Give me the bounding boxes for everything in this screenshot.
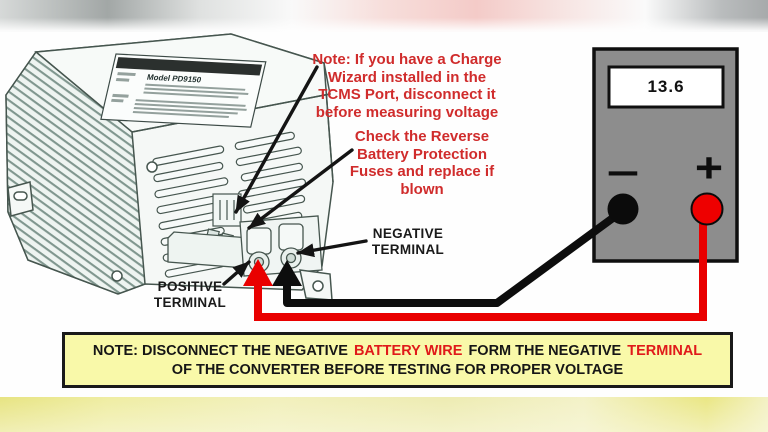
positive-lead-arrowhead [243, 259, 273, 286]
warning-line-2: OF THE CONVERTER BEFORE TESTING FOR PROP… [171, 362, 624, 378]
plus-symbol: + [694, 144, 724, 191]
model-number-text: Model PD9150 [146, 73, 203, 85]
negative-lead-wire [283, 208, 624, 307]
negative-lead-arrowhead [272, 260, 302, 286]
letterbox-blur-bottom [0, 397, 768, 432]
diagram-art: Model PD9150 [5, 33, 739, 321]
multimeter [592, 47, 739, 263]
charge-wizard-pointer [234, 65, 319, 214]
terminal-block [167, 215, 323, 277]
negative-terminal-label: NEGATIVE TERMINAL [371, 226, 445, 257]
annotation-pointers [222, 65, 368, 286]
warning-text-black: FORM THE NEGATIVE [468, 343, 622, 359]
multimeter-reading: 13.6 [647, 77, 685, 96]
bottom-warning-box: NOTE: DISCONNECT THE NEGATIVE BATTERY WIR… [62, 332, 733, 388]
positive-terminal-pointer [222, 260, 251, 286]
case-screw-hole [111, 270, 123, 282]
fuse-note: Check the Reverse Battery Protection Fus… [349, 128, 495, 198]
negative-terminal-pointer [296, 239, 368, 258]
diagram-area: Model PD9150 [0, 32, 768, 397]
case-screw-hole [146, 161, 158, 173]
positive-lead-wire [254, 211, 707, 321]
warning-text-red: TERMINAL [627, 343, 703, 359]
test-leads [243, 208, 707, 321]
positive-terminal-label: POSITIVE TERMINAL [153, 279, 227, 310]
converter-drawing: Model PD9150 [5, 33, 334, 301]
model-label-plate: Model PD9150 [100, 53, 267, 128]
warning-line-1: NOTE: DISCONNECT THE NEGATIVE BATTERY WIR… [65, 342, 730, 361]
fuse-pointer [247, 148, 354, 230]
charge-wizard-note: Note: If you have a Charge Wizard instal… [312, 51, 502, 121]
positive-jack [690, 192, 724, 226]
minus-symbol: − [606, 153, 640, 195]
heatsink-fins [5, 50, 146, 295]
multimeter-display [607, 65, 725, 109]
warning-text-black: NOTE: DISCONNECT THE NEGATIVE [92, 343, 348, 359]
letterbox-blur-top [0, 0, 768, 32]
negative-jack [607, 193, 639, 225]
warning-text-red: BATTERY WIRE [353, 343, 463, 359]
